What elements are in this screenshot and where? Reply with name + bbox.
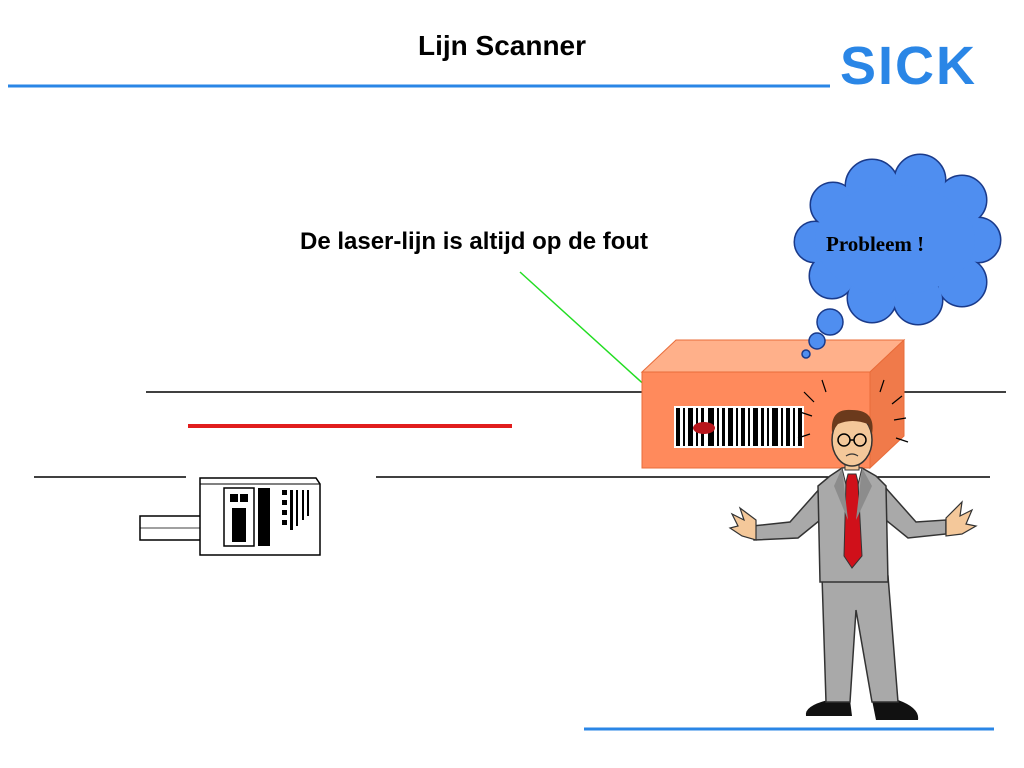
- defect-spot: [693, 422, 715, 434]
- slide-title: Lijn Scanner: [417, 30, 587, 61]
- confused-man: [728, 379, 978, 720]
- thought-bubble: [793, 153, 1002, 359]
- sick-logo-text: SICK: [840, 38, 977, 94]
- thought-text: Probleem !: [826, 232, 925, 256]
- parcel-box: [640, 338, 906, 470]
- scanner-caption: De laser-lijn is altijd op de fout: [300, 228, 649, 255]
- sick-logo: SICK: [840, 38, 977, 94]
- barcode-scanner-icon: [139, 477, 321, 556]
